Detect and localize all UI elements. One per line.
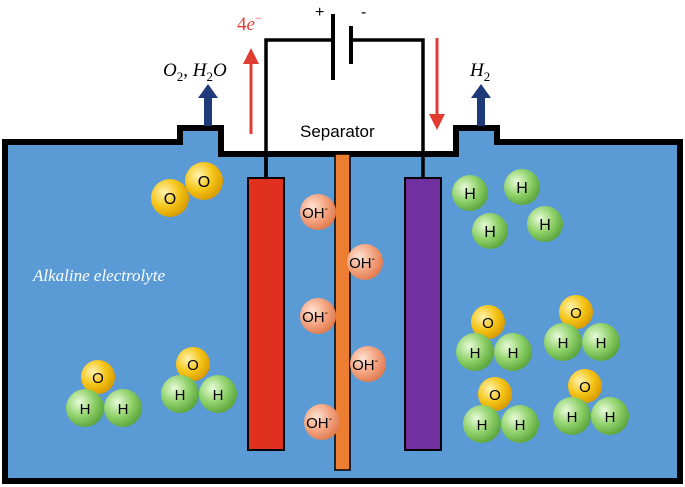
svg-text:H: H (464, 186, 476, 203)
water-molecule: O H H (161, 347, 237, 413)
hydroxide-ion: OH- (300, 194, 336, 230)
svg-text:H: H (539, 217, 551, 234)
svg-text:O: O (482, 315, 494, 332)
oxygen-outlet-arrow (198, 84, 218, 126)
svg-text:H: H (558, 335, 569, 352)
svg-text:H: H (118, 401, 129, 418)
svg-text:H: H (477, 417, 488, 434)
svg-text:OH-: OH- (352, 356, 378, 374)
hydrogen-outlet-arrow (471, 84, 491, 126)
hydroxide-ion: OH- (300, 298, 336, 334)
cathode-gas-label: H2 (469, 60, 490, 84)
svg-text:O: O (579, 379, 591, 396)
svg-text:O: O (92, 370, 104, 387)
svg-text:H: H (515, 417, 526, 434)
hydrogen-molecule: H H (452, 175, 508, 249)
separator-label: Separator (300, 122, 375, 141)
water-molecule: O H H (463, 377, 539, 443)
svg-text:O: O (489, 387, 501, 404)
svg-text:OH-: OH- (306, 414, 332, 432)
cathode-electrode (404, 177, 442, 451)
svg-text:H: H (516, 180, 528, 197)
left-nozzle-bore (190, 131, 211, 151)
svg-text:OH-: OH- (302, 204, 328, 222)
svg-text:H: H (508, 345, 519, 362)
battery-plus-sign: + (315, 4, 324, 21)
water-molecule: O H H (544, 295, 620, 361)
svg-text:H: H (470, 345, 481, 362)
hydroxide-ions: OH- OH- OH- OH- OH- (300, 194, 386, 440)
circuit-wires (264, 38, 425, 178)
svg-text:H: H (175, 387, 186, 404)
svg-text:OH-: OH- (302, 308, 328, 326)
svg-text:H: H (605, 409, 616, 426)
water-molecule: O H H (553, 369, 629, 435)
svg-text:OH-: OH- (349, 254, 375, 272)
hydroxide-ion: OH- (304, 404, 340, 440)
right-nozzle-bore (466, 131, 487, 151)
electron-arrow-down (429, 38, 445, 130)
svg-text:H: H (80, 401, 91, 418)
anode-electrode (247, 177, 285, 451)
oxygen-molecule: O O (151, 162, 223, 217)
svg-text:O: O (187, 357, 199, 374)
battery-minus-sign: - (361, 4, 366, 21)
svg-text:H: H (596, 335, 607, 352)
svg-text:H: H (567, 409, 578, 426)
hydrogen-molecule: H H (504, 169, 563, 242)
svg-text:H: H (213, 387, 224, 404)
svg-text:O: O (164, 191, 176, 208)
electron-label: 4e− (237, 11, 262, 35)
hydroxide-ion: OH- (350, 346, 386, 382)
svg-text:O: O (570, 305, 582, 322)
svg-text:O: O (198, 174, 210, 191)
water-molecule: O H H (66, 360, 142, 427)
water-molecule: O H H (456, 305, 532, 371)
anode-gas-label: O2, H2O (163, 60, 227, 84)
electrolyte-label: Alkaline electrolyte (32, 266, 165, 285)
electron-arrow-up (243, 48, 259, 134)
hydroxide-ion: OH- (347, 244, 383, 280)
svg-text:H: H (484, 224, 496, 241)
